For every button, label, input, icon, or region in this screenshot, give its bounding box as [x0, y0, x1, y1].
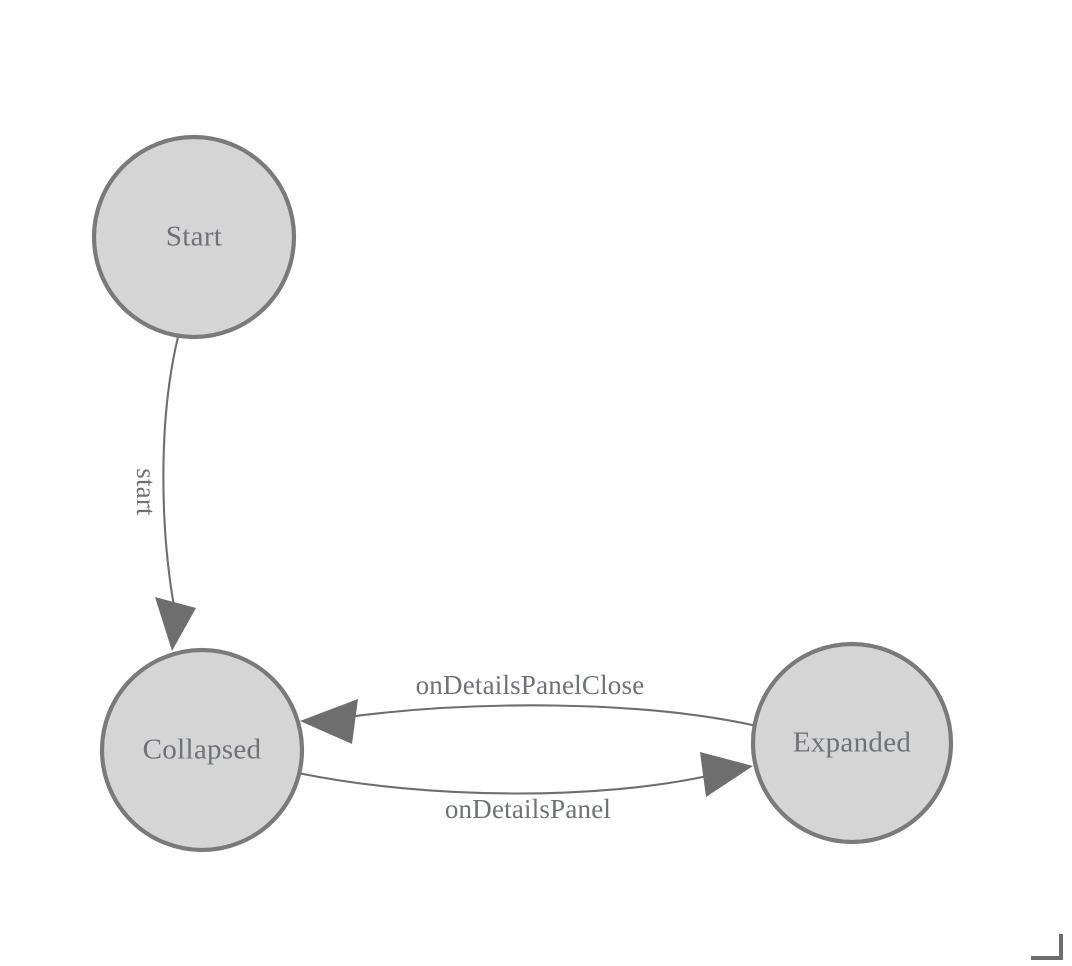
edge-expanded-to-collapsed[interactable]: onDetailsPanelClose	[300, 670, 758, 744]
state-node-collapsed[interactable]: Collapsed	[99, 647, 305, 853]
state-node-start-label: Start	[166, 221, 222, 253]
edge-expanded-to-collapsed-label: onDetailsPanelClose	[416, 670, 645, 700]
state-node-start[interactable]: Start	[91, 134, 297, 340]
edge-start-to-collapsed[interactable]: start	[131, 336, 196, 651]
corner-mark-horizontal	[1031, 956, 1063, 960]
corner-mark-vertical	[1059, 934, 1063, 960]
edge-collapsed-to-expanded-label: onDetailsPanel	[445, 794, 611, 824]
state-node-collapsed-label: Collapsed	[143, 734, 262, 766]
state-node-expanded-label: Expanded	[793, 727, 912, 759]
state-node-collapsed-circle	[99, 647, 305, 853]
edge-expanded-to-collapsed-path	[339, 704, 758, 728]
edge-start-to-collapsed-arrowhead	[155, 597, 196, 651]
state-node-start-circle	[91, 134, 297, 340]
canvas-resize-corner-mark[interactable]	[1031, 934, 1063, 960]
edge-collapsed-to-expanded[interactable]: onDetailsPanel	[297, 752, 753, 824]
edge-collapsed-to-expanded-path	[297, 771, 713, 795]
state-node-expanded[interactable]: Expanded	[750, 641, 954, 845]
edge-start-to-collapsed-label: start	[131, 468, 161, 516]
edge-expanded-to-collapsed-arrowhead	[300, 699, 358, 744]
state-node-expanded-circle	[750, 641, 954, 845]
edge-collapsed-to-expanded-arrowhead	[700, 752, 753, 797]
edge-start-to-collapsed-path	[162, 336, 180, 613]
